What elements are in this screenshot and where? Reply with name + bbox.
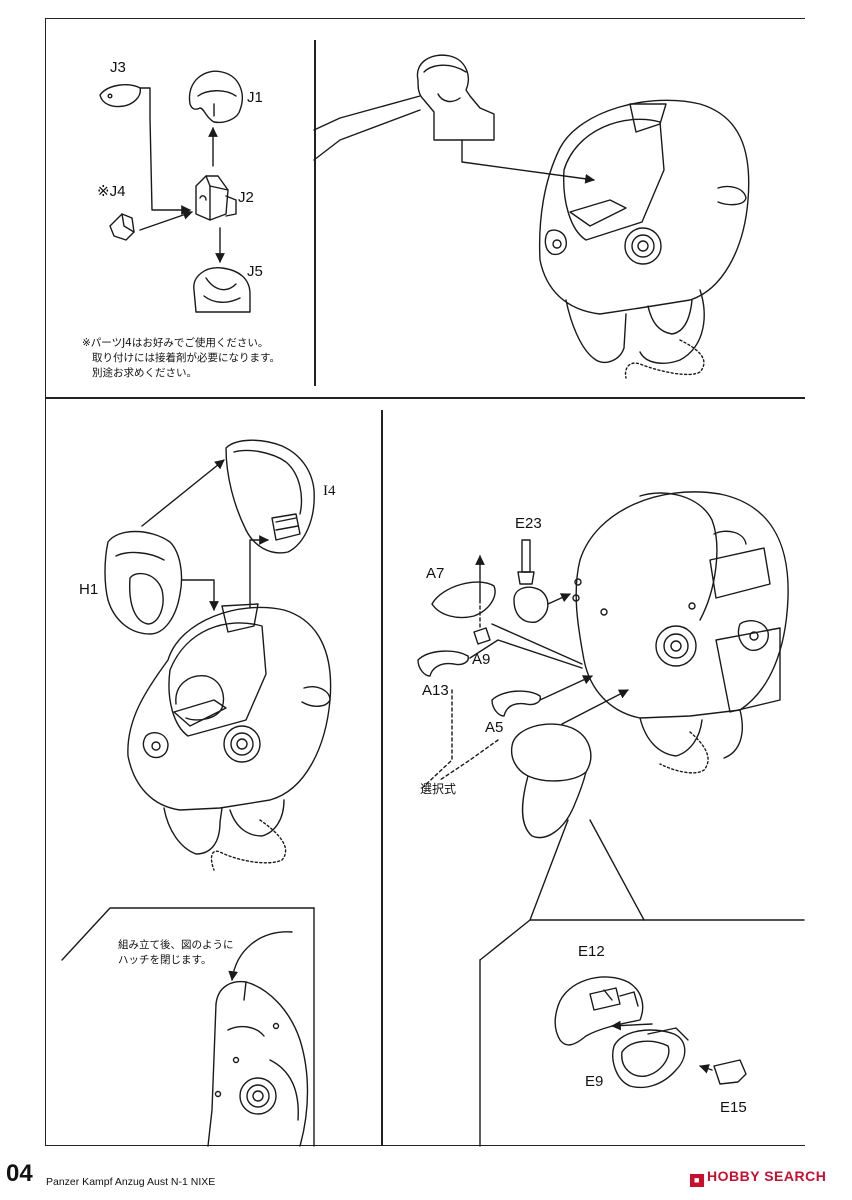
label-choice: 選択式 <box>420 782 457 796</box>
divider-panel3-4 <box>381 410 383 1145</box>
part-e12-shell <box>554 976 644 1046</box>
j4-note-line3: 別途お求めください。 <box>92 367 197 379</box>
part-h1-shell <box>104 530 183 635</box>
pilot-bust <box>416 54 495 141</box>
callout-wedge-left <box>479 819 569 961</box>
part-a9-block <box>473 627 491 645</box>
hobbysearch-logo-icon: ■ <box>690 1174 704 1187</box>
label-e15: E15 <box>720 1099 747 1116</box>
dashline-a5-choice <box>439 739 499 781</box>
callout-wedge-top <box>313 95 421 131</box>
part-e15-clip <box>713 1059 747 1085</box>
label-e9: E9 <box>585 1073 604 1090</box>
label-j2: J2 <box>238 189 254 206</box>
line-a9 <box>491 623 583 665</box>
hatch-closed-body <box>207 980 309 1147</box>
part-a7-cover <box>431 581 496 619</box>
cockpit-body-panel2 <box>538 99 750 379</box>
page-number: 04 <box>6 1160 33 1187</box>
divider-panel1-2 <box>314 40 316 386</box>
label-e12: E12 <box>578 943 605 960</box>
label-j4: ※J4 <box>97 183 126 200</box>
label-j5: J5 <box>247 263 263 280</box>
label-a13: A13 <box>422 682 449 699</box>
part-shield-pod <box>510 723 592 839</box>
part-j3-visor <box>99 83 141 108</box>
label-a5: A5 <box>485 719 504 736</box>
arrow-shield-pod <box>561 689 629 725</box>
label-a9: A9 <box>472 651 491 668</box>
arrow-h1-to-i4 <box>141 459 225 527</box>
label-h1: H1 <box>79 581 99 598</box>
label-i4: I4 <box>323 483 336 499</box>
j4-note-line2: 取り付けには接着剤が必要になります。 <box>92 352 280 364</box>
line-a13 <box>469 639 583 669</box>
label-j3: J3 <box>110 59 126 76</box>
page-frame <box>45 18 805 1146</box>
close-hatch-note-line1: 組み立て後、図のように <box>118 939 234 951</box>
callout-wedge-right <box>589 819 645 921</box>
close-hatch-note-line2: ハッチを閉じます。 <box>118 954 212 966</box>
part-j2-head <box>195 175 237 221</box>
part-j4-hand <box>109 213 135 241</box>
callout-wedge-bottom <box>313 109 421 161</box>
arrow-e23 <box>547 593 571 605</box>
panel5-border <box>61 907 315 961</box>
part-j5-torso <box>193 267 251 313</box>
part-e9-frame <box>612 1027 689 1089</box>
arrow-h1-to-body <box>181 579 219 611</box>
manual-title: Panzer Kampf Anzug Aust N-1 NIXE <box>46 1176 216 1188</box>
part-i4-hatch <box>225 439 315 554</box>
cockpit-body-panel3 <box>127 603 332 871</box>
label-j1: J1 <box>247 89 263 106</box>
label-a7: A7 <box>426 565 445 582</box>
j4-note-line1: ※パーツJ4はお好みでご使用ください。 <box>82 337 269 349</box>
arrow-close-hatch <box>228 931 293 981</box>
part-a13-shell <box>417 650 469 677</box>
arrow-a5 <box>539 675 593 701</box>
arrow-pilot-to-cockpit <box>461 139 595 184</box>
dashline-a13-choice <box>419 689 453 791</box>
divider-top-panels <box>45 397 805 399</box>
watermark: ■HOBBY SEARCH <box>690 1168 826 1187</box>
arrow-e9-to-e12 <box>611 1020 653 1031</box>
arrow-j3 <box>139 87 191 215</box>
part-e23-stick <box>513 539 549 623</box>
arrow-j4 <box>139 210 193 231</box>
part-a5-shell <box>491 690 541 717</box>
label-e23: E23 <box>515 515 542 532</box>
watermark-brand: HOBBY SEARCH <box>707 1168 827 1184</box>
arrow-body-to-i4 <box>249 535 269 609</box>
arrow-e15 <box>699 1064 713 1074</box>
cockpit-body-panel4 <box>572 491 789 774</box>
part-j1-helmet <box>188 70 243 124</box>
